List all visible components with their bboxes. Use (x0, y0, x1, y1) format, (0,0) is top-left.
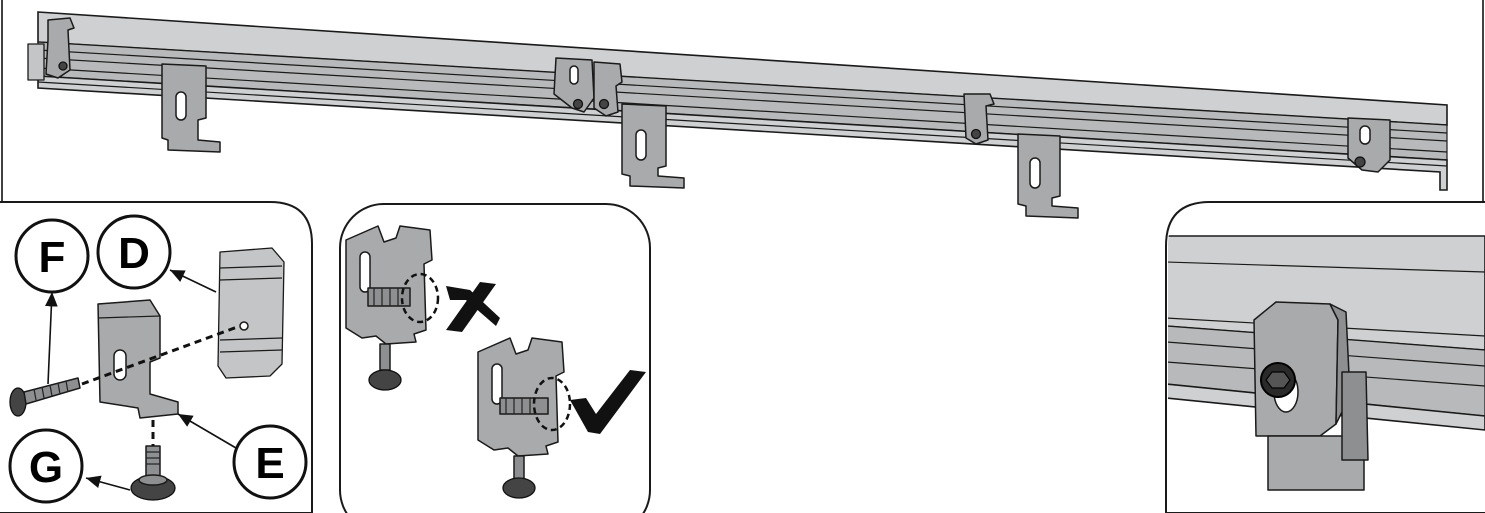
end-clamp-center (593, 61, 623, 117)
svg-text:D: D (118, 229, 150, 278)
outer-frame (1, 0, 1484, 235)
middle-clamp-center (553, 57, 595, 113)
check-mark-icon (570, 370, 646, 434)
cross-mark-icon (446, 282, 500, 332)
end-clamp-left (45, 17, 75, 79)
svg-text:E: E (255, 439, 284, 488)
middle-clamp-right (1347, 117, 1391, 173)
callout-e: E (232, 424, 308, 500)
panel-detail-zoom (1165, 201, 1485, 513)
svg-text:F: F (39, 233, 66, 282)
thumb-screw-g (130, 445, 176, 501)
zoom-clamp (1253, 301, 1369, 491)
panel-orientation-check (339, 203, 651, 513)
l-foot-2 (621, 103, 685, 189)
clamp-right (477, 337, 572, 499)
mounting-rail (27, 11, 1448, 191)
callout-d: D (96, 214, 172, 290)
bolt-f (9, 377, 81, 417)
svg-text:G: G (29, 443, 63, 492)
l-foot-1 (161, 63, 221, 153)
callout-f: F (14, 218, 90, 294)
panel-exploded-parts: F D G E (0, 201, 313, 513)
end-clamp-right-middle (963, 93, 995, 145)
l-foot-3 (1017, 133, 1079, 219)
clamp-wrong (345, 225, 440, 391)
clamp-plate-d (217, 247, 285, 379)
callout-g: G (8, 428, 84, 504)
